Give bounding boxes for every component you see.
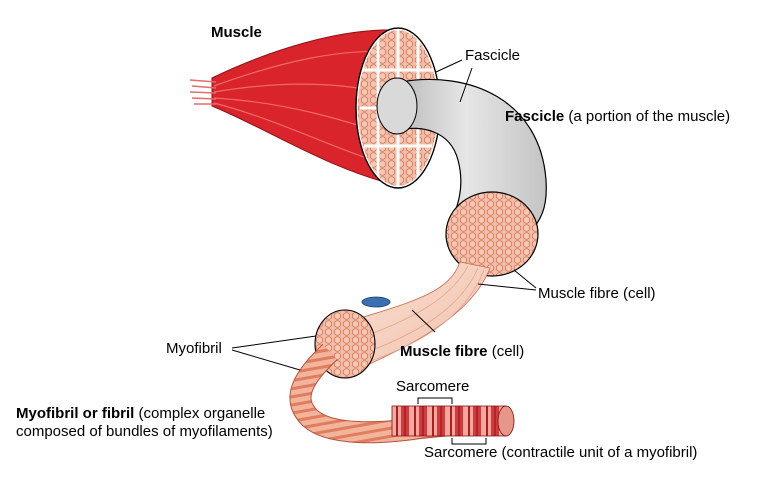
leader-lines xyxy=(231,59,537,371)
label-myofibril-description-2: composed of bundles of myofilaments) xyxy=(16,423,273,440)
label-muscle-fibre: Muscle fibre (cell) xyxy=(400,343,525,360)
label-muscle: Muscle xyxy=(211,24,262,41)
label-myofibril-description-1: Myofibril or fibril (complex organelle xyxy=(16,405,266,422)
label-myofibril: Myofibril xyxy=(166,340,222,357)
muscle-fibre-cell xyxy=(347,261,491,375)
label-muscle-fibre-cell: Muscle fibre (cell) xyxy=(538,285,656,302)
fascicle-cross-section xyxy=(445,191,539,277)
nucleus xyxy=(361,296,391,308)
label-sarcomere: Sarcomere xyxy=(396,378,470,395)
sarcomere-bundle xyxy=(391,405,515,437)
label-fascicle: Fascicle xyxy=(465,47,521,64)
label-sarcomere-description: Sarcomere (contractile unit of a myofibr… xyxy=(424,444,698,461)
sarcomere-brackets xyxy=(417,397,487,445)
label-fascicle-description: Fascicle (a portion of the muscle) xyxy=(505,108,731,125)
